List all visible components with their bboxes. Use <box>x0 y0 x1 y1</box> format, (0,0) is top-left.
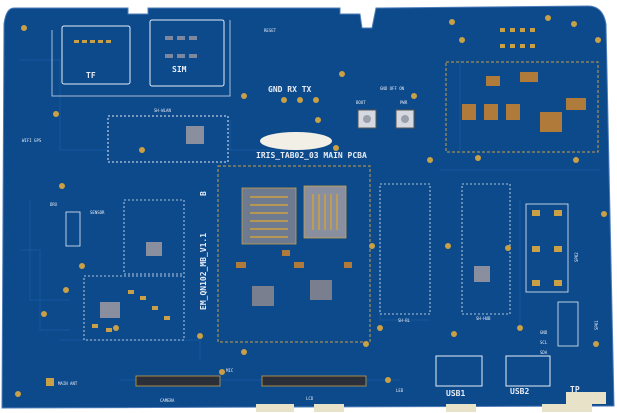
main-ant-label: MAIN ANT <box>58 381 78 386</box>
bl-shield-outline <box>379 183 431 315</box>
hub-chip <box>474 266 490 282</box>
led-label: LED <box>396 388 404 393</box>
wifi-gps-label: WIFI GPS <box>22 138 42 143</box>
pmic-pads <box>236 250 352 268</box>
reset-label: RESET <box>264 28 277 33</box>
mb-variant-label: B <box>199 191 208 196</box>
mic-label: MIC <box>226 368 234 373</box>
spk1-connector <box>557 301 579 347</box>
gnd-off-on-label: GND OFF ON <box>380 86 405 91</box>
tf-contacts <box>74 40 111 43</box>
sensor-chip <box>146 242 162 256</box>
drx-label: DRX <box>50 202 58 207</box>
mb-version-label: EM_QN102_MB_V1.1 <box>199 233 208 310</box>
card-slots <box>51 19 231 97</box>
white-sticker <box>260 132 332 150</box>
spk1-label: SPK1 <box>594 320 599 330</box>
main-ant-pad <box>46 378 54 386</box>
pmic-chip-2 <box>310 280 332 300</box>
tp-label: TP <box>570 385 580 394</box>
sensor-label: SENSOR <box>90 210 105 215</box>
tp-connector <box>566 392 606 404</box>
soc-shield-outline <box>217 165 371 343</box>
gnd-rx-tx-label: GND RX TX <box>268 85 312 94</box>
sensor-shield-outline <box>123 199 185 275</box>
lcd-connector <box>261 375 367 387</box>
tf-label: TF <box>86 71 96 80</box>
usb2-label: USB2 <box>510 387 529 396</box>
gnd-label: GND <box>540 330 548 335</box>
pmic-chip-1 <box>252 286 274 306</box>
wlan-chip <box>186 126 204 144</box>
sh-hub-label: SH-HUB <box>476 316 491 321</box>
sh-bl-label: SH-BL <box>398 318 411 323</box>
pwr-label: PWR <box>400 100 408 105</box>
sda-label: SDA <box>540 350 548 355</box>
sim-contacts <box>165 36 197 58</box>
spk2-label: SPK2 <box>574 252 579 262</box>
lcd-label: LCD <box>306 396 314 401</box>
spk2-connector <box>525 203 569 293</box>
soc-ball-grid <box>250 194 338 238</box>
power-inductors <box>462 72 586 132</box>
codec-pads <box>92 290 170 332</box>
usb2-connector <box>505 355 551 387</box>
camera-label: CAMERA <box>160 398 175 403</box>
gold-vias <box>15 15 607 397</box>
scl-label: SCL <box>540 340 548 345</box>
usb1-connector <box>435 355 483 387</box>
pwr-button-cap <box>401 115 409 123</box>
usb1-label: USB1 <box>446 389 465 398</box>
camera-connector <box>135 375 221 387</box>
board-title: IRIS_TAB02_03 MAIN PCBA <box>256 151 367 160</box>
codec-chip <box>100 302 120 318</box>
spk2-pads <box>532 210 562 286</box>
sim-label: SIM <box>172 65 187 74</box>
sh-wlan-label: SH-WLAN <box>154 108 171 113</box>
codec-shield-outline <box>83 275 185 341</box>
bottom-edge-fingers <box>256 404 592 412</box>
boot-button-cap <box>363 115 371 123</box>
wlan-shield-outline <box>107 115 229 163</box>
power-section-outline <box>445 61 599 153</box>
boot-label: BOOT <box>356 100 366 105</box>
drx-connector <box>65 211 81 247</box>
top-right-connector <box>500 28 535 48</box>
